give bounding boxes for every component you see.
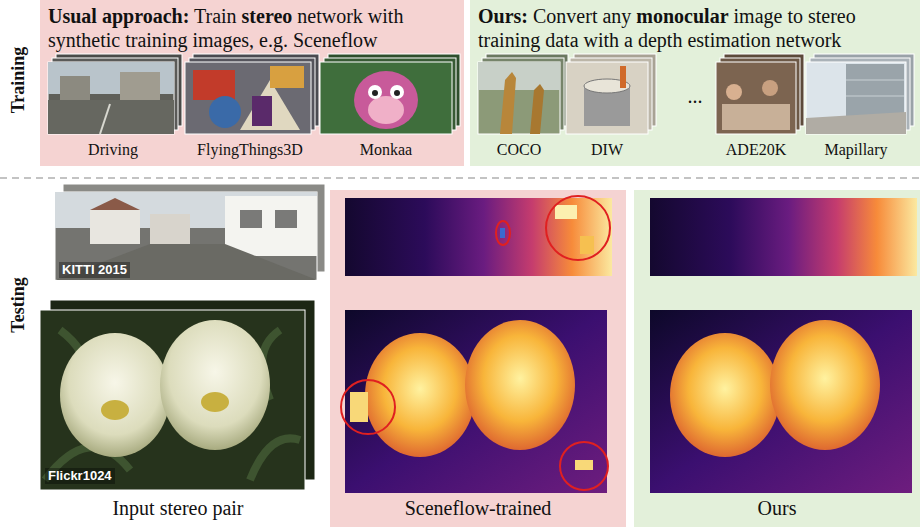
column-caption: Ours	[758, 496, 797, 520]
text-holder: Sceneflow-trained	[405, 496, 552, 520]
result-panel: Ours	[634, 190, 920, 527]
text-holder: DIW	[591, 140, 623, 160]
label-holder: Training	[7, 47, 29, 114]
panel-heading: Ours: Convert any monocular image to ste…	[478, 4, 914, 52]
text-holder: FlyingThings3D	[197, 140, 303, 160]
text-holder: Usual approach: Train stereo network wit…	[48, 4, 456, 52]
image-caption: FlyingThings3D	[197, 140, 303, 160]
image-caption: Mapillary	[824, 140, 887, 160]
column-caption: Input stereo pair	[112, 496, 243, 520]
image-caption: Driving	[88, 140, 138, 160]
column-caption: Sceneflow-trained	[405, 496, 552, 520]
result-panel: Sceneflow-trained	[330, 190, 626, 527]
image-caption: COCO	[497, 140, 541, 160]
text-holder: Ours: Convert any monocular image to ste…	[478, 4, 914, 52]
training-panel: Ours: Convert any monocular image to ste…	[470, 0, 920, 166]
text-holder: COCO	[497, 140, 541, 160]
dataset-tag: KITTI 2015	[59, 262, 130, 278]
image-caption: DIW	[591, 140, 623, 160]
label-holder: Flickr1024	[45, 468, 115, 484]
image-caption: Monkaa	[360, 140, 412, 160]
label-holder: Input stereo pair	[112, 496, 243, 520]
panel-heading: Usual approach: Train stereo network wit…	[48, 4, 456, 52]
training-panel: Usual approach: Train stereo network wit…	[40, 0, 464, 166]
row-label: Testing	[7, 277, 29, 332]
text-holder: Ours	[758, 496, 797, 520]
text-holder: ...	[688, 84, 703, 108]
text-holder: ADE20K	[726, 140, 786, 160]
label-holder: KITTI 2015	[59, 262, 130, 278]
ellipsis-mark: ...	[688, 84, 703, 108]
text-holder: Mapillary	[824, 140, 887, 160]
dataset-tag: Flickr1024	[45, 468, 115, 484]
label-holder: Testing	[7, 277, 29, 332]
row-label: Training	[7, 47, 29, 114]
text-holder: Monkaa	[360, 140, 412, 160]
text-holder: Driving	[88, 140, 138, 160]
image-caption: ADE20K	[726, 140, 786, 160]
